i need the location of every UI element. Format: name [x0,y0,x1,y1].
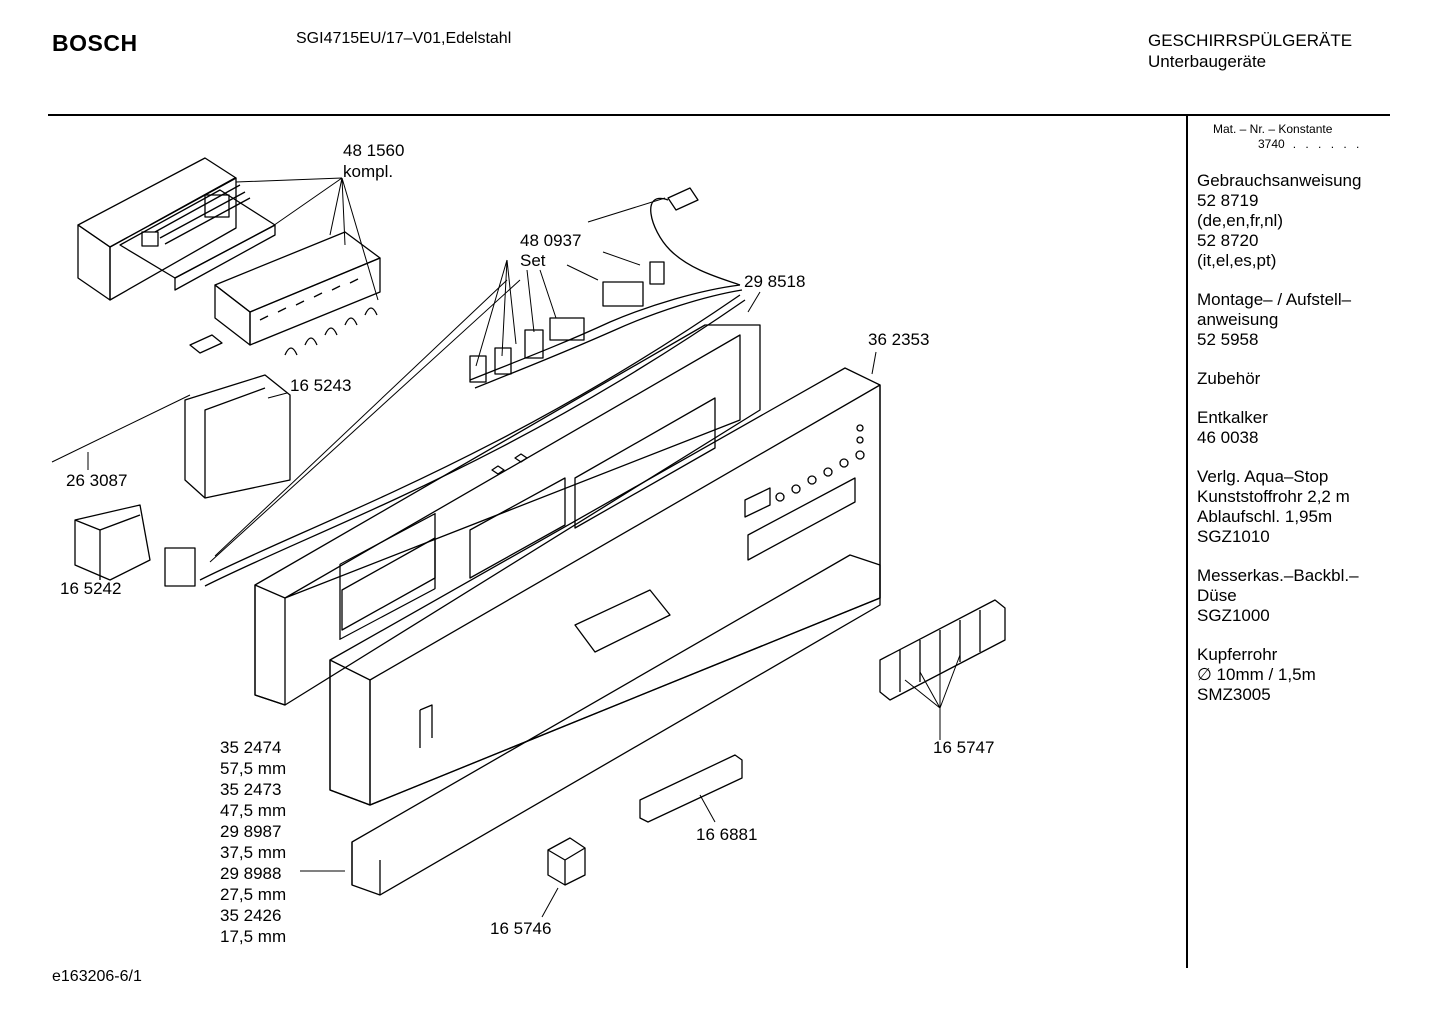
sidebar-line: Messerkas.–Backbl.– [1197,566,1359,585]
sidebar-line: Ablaufschl. 1,95m [1197,507,1333,526]
sidebar-line: Gebrauchsanweisung [1197,171,1362,190]
sidebar-line: SMZ3005 [1197,685,1271,704]
part-labels: 48 1560 kompl. 48 0937 Set 29 8518 36 23… [60,141,994,946]
label-166881: 16 6881 [696,825,757,844]
sidebar-block-manual: Gebrauchsanweisung 52 8719 (de,en,fr,nl)… [1197,171,1387,271]
sidebar-line: SGZ1010 [1197,527,1270,546]
label-165747: 16 5747 [933,738,994,757]
plinth-label: 27,5 mm [220,885,286,904]
sidebar-block-nozzle: Messerkas.–Backbl.– Düse SGZ1000 [1197,566,1387,626]
label-165746: 16 5746 [490,919,551,938]
label-480937-sub: Set [520,251,546,270]
label-362353: 36 2353 [868,330,929,349]
sidebar-line: 52 5958 [1197,330,1259,349]
plinth-label: 57,5 mm [220,759,286,778]
label-481560: 48 1560 [343,141,404,160]
sidebar-line: Kunststoffrohr 2,2 m [1197,487,1350,506]
inner-frame-drawing [254,324,761,706]
sidebar-block-installation: Montage– / Aufstell– anweisung 52 5958 [1197,290,1387,350]
label-480937: 48 0937 [520,231,581,250]
sidebar-block-aquastop: Verlg. Aqua–Stop Kunststoffrohr 2,2 m Ab… [1197,467,1387,547]
sidebar-line: (it,el,es,pt) [1197,251,1277,270]
label-165243: 16 5243 [290,376,351,395]
mat-number-value-row: 3740 . . . . . . [1213,137,1387,152]
accessory-sidebar: Mat. – Nr. – Konstante 3740 . . . . . . G… [1197,122,1387,705]
small-parts-drawing [74,374,1006,886]
leader-lines [51,177,961,918]
sidebar-line: SGZ1000 [1197,606,1270,625]
control-module-drawing [77,157,381,356]
sidebar-line: 46 0038 [1197,428,1259,447]
plinth-label: 17,5 mm [220,927,286,946]
plinth-label: 37,5 mm [220,843,286,862]
mat-number-header: Mat. – Nr. – Konstante 3740 . . . . . . [1197,122,1387,152]
plinth-panel-drawing [351,554,881,896]
model-number: SGI4715EU/17–V01,Edelstahl [296,30,512,47]
label-298518: 29 8518 [744,272,805,291]
plinth-label: 47,5 mm [220,801,286,820]
sidebar-line: Entkalker [1197,408,1268,427]
sidebar-line: Kupferrohr [1197,645,1278,664]
sidebar-line: Montage– / Aufstell– [1197,290,1352,309]
mat-number-label: Mat. – Nr. – Konstante [1213,122,1333,136]
sidebar-line: 52 8720 [1197,231,1259,250]
label-165242: 16 5242 [60,579,121,598]
appliance-category: GESCHIRRSPÜLGERÄTE Unterbaugeräte [1148,30,1352,72]
plinth-label: 29 8988 [220,864,281,883]
sidebar-line: Zubehör [1197,369,1261,388]
mat-number-dots: . . . . . . [1292,137,1363,151]
category-subtitle: Unterbaugeräte [1148,52,1267,71]
plinth-label: 35 2473 [220,780,281,799]
sidebar-line: 52 8719 [1197,191,1259,210]
sidebar-divider [1186,116,1188,968]
header-divider [48,114,1390,116]
category-title: GESCHIRRSPÜLGERÄTE [1148,31,1353,50]
plinth-label: 35 2426 [220,906,281,925]
front-panel-drawing [329,367,881,806]
exploded-parts-diagram: 48 1560 kompl. 48 0937 Set 29 8518 36 23… [51,141,1006,946]
drawing-code: e163206-6/1 [52,968,142,985]
plinth-label: 35 2474 [220,738,281,757]
label-263087: 26 3087 [66,471,127,490]
mat-number-value: 3740 [1258,137,1285,151]
label-481560-sub: kompl. [343,162,393,181]
sidebar-block-descaler: Entkalker 46 0038 [1197,408,1387,448]
sidebar-line: Düse [1197,586,1237,605]
sidebar-block-copper-pipe: Kupferrohr ∅ 10mm / 1,5m SMZ3005 [1197,645,1387,705]
brand-logo: BOSCH [52,30,138,56]
sidebar-line: ∅ 10mm / 1,5m [1197,665,1316,684]
sidebar-block-accessories: Zubehör [1197,369,1387,389]
sidebar-line: anweisung [1197,310,1279,329]
sidebar-line: (de,en,fr,nl) [1197,211,1283,230]
plinth-label: 29 8987 [220,822,281,841]
sidebar-line: Verlg. Aqua–Stop [1197,467,1329,486]
